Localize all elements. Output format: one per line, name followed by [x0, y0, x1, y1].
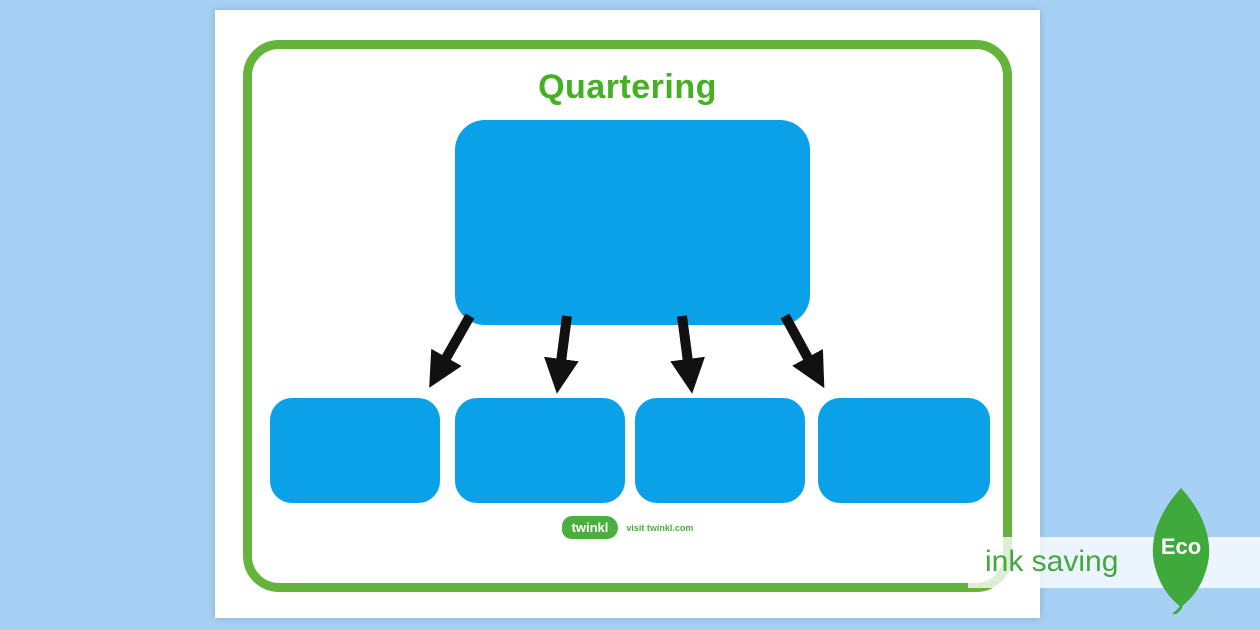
quarter-box-3	[635, 398, 805, 503]
quarter-box-4	[818, 398, 990, 503]
poster-footer: twinkl visit twinkl.com	[215, 516, 1040, 539]
ink-saving-banner: ink saving	[968, 537, 1260, 588]
whole-box	[455, 120, 810, 325]
poster-title: Quartering	[538, 68, 717, 106]
quarter-box-1	[270, 398, 440, 503]
quarter-box-2	[455, 398, 625, 503]
twinkl-logo: twinkl	[561, 516, 619, 539]
arrow-down-left-icon	[429, 313, 475, 388]
eco-leaf-icon: Eco	[1143, 486, 1219, 614]
visit-text: visit twinkl.com	[626, 522, 694, 533]
poster: Quartering twinkl visit twinkl.com	[215, 10, 1040, 618]
eco-badge-text: Eco	[1160, 534, 1202, 559]
ink-saving-label: ink saving	[985, 545, 1119, 578]
